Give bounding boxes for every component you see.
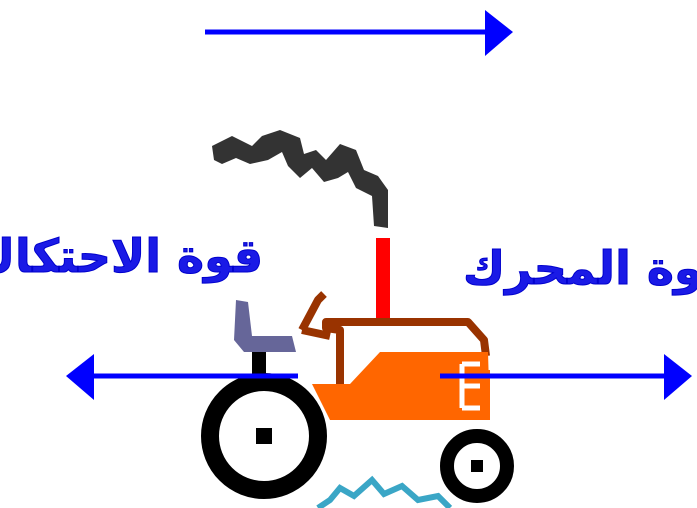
engine-force-label: قوة المحرك	[463, 241, 697, 295]
rear-wheel	[210, 382, 318, 490]
motion-direction-arrow	[205, 10, 513, 56]
front-wheel	[447, 436, 507, 496]
friction-force-label: قوة الاحتكاك	[0, 229, 263, 283]
tractor-seat	[234, 300, 296, 374]
exhaust-pipe	[376, 238, 390, 324]
ground-contact-star	[318, 480, 450, 508]
exhaust-smoke	[212, 130, 388, 228]
